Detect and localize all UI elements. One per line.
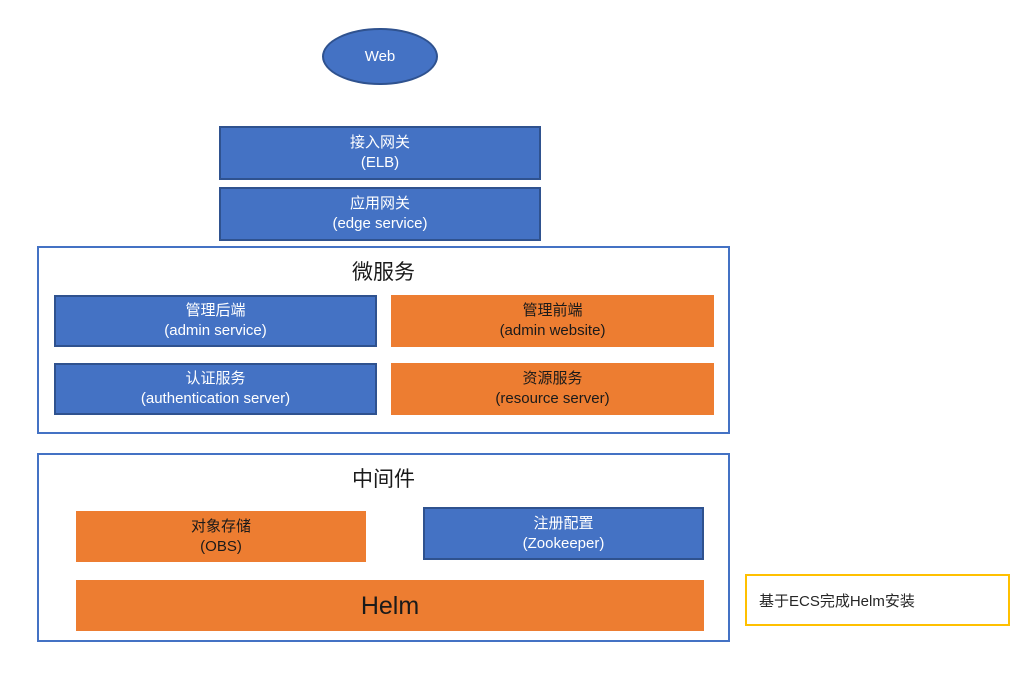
gateway-edge-box: 应用网关 (edge service) (219, 187, 541, 241)
web-node-label: Web (364, 47, 396, 65)
microservices-title: 微服务 (352, 261, 415, 284)
service-name: 资源服务 (522, 370, 583, 387)
middleware-subtitle: (OBS) (200, 537, 242, 555)
service-name: 认证服务 (185, 370, 246, 387)
service-subtitle: (resource server) (495, 390, 610, 407)
service-name: 管理前端 (522, 302, 583, 319)
middleware-box-zookeeper: 注册配置 (Zookeeper) (423, 507, 704, 560)
web-node: Web (322, 28, 438, 85)
service-subtitle: (admin service) (164, 322, 267, 339)
note-text: 基于ECS完成Helm安装 (759, 592, 915, 610)
middleware-name: 注册配置 (533, 514, 594, 532)
service-box-admin-website: 管理前端 (admin website) (391, 295, 714, 347)
gateway-elb-name: 接入网关 (349, 134, 410, 151)
service-box-authentication-server: 认证服务 (authentication server) (54, 363, 377, 415)
gateway-elb-subtitle: (ELB) (360, 154, 400, 171)
middleware-container: 中间件 对象存储 (OBS) 注册配置 (Zookeeper) Helm (37, 453, 730, 642)
gateway-edge-name: 应用网关 (349, 195, 410, 212)
service-box-resource-server: 资源服务 (resource server) (391, 363, 714, 415)
middleware-box-obs: 对象存储 (OBS) (76, 511, 366, 562)
service-subtitle: (authentication server) (140, 390, 291, 407)
service-name: 管理后端 (185, 302, 246, 319)
note-box: 基于ECS完成Helm安装 (745, 574, 1010, 626)
service-box-admin-service: 管理后端 (admin service) (54, 295, 377, 347)
helm-box: Helm (76, 580, 704, 631)
microservices-container: 微服务 管理后端 (admin service) 管理前端 (admin web… (37, 246, 730, 434)
gateway-elb-box: 接入网关 (ELB) (219, 126, 541, 180)
service-subtitle: (admin website) (499, 322, 606, 339)
gateway-edge-subtitle: (edge service) (332, 215, 428, 232)
helm-label: Helm (360, 591, 420, 620)
middleware-subtitle: (Zookeeper) (522, 534, 605, 552)
middleware-title: 中间件 (352, 468, 415, 491)
middleware-name: 对象存储 (190, 517, 251, 535)
